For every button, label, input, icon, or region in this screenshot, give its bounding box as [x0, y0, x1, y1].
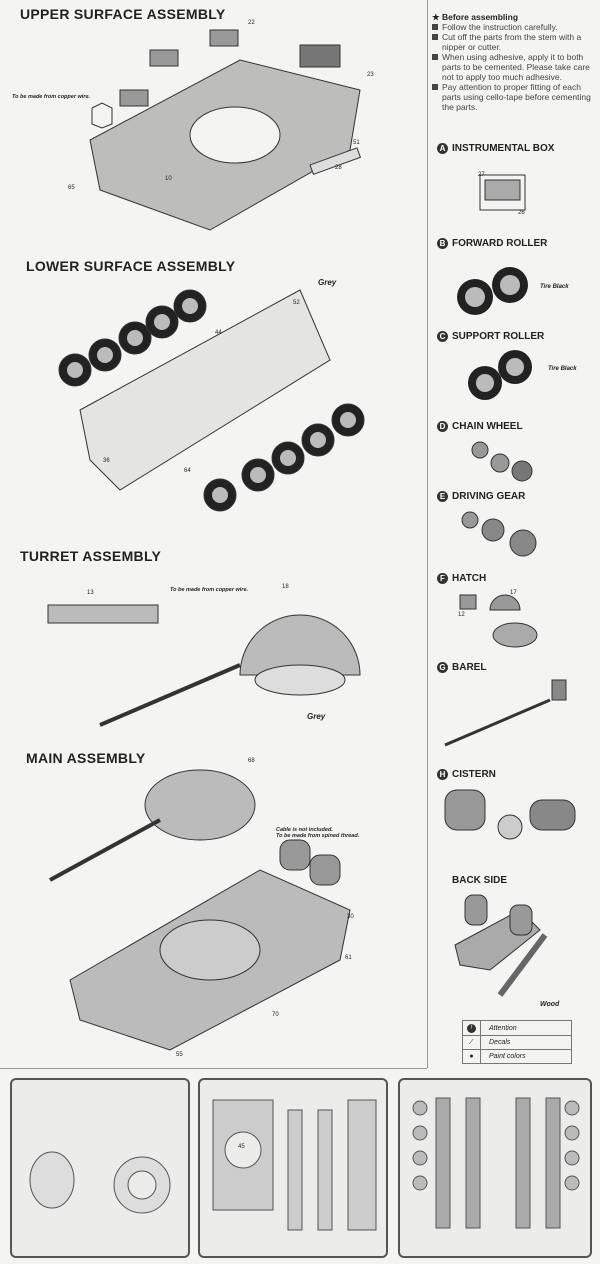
sub-instrumental-box: A INSTRUMENTAL BOX: [437, 143, 554, 154]
barrel-drawing: [444, 679, 567, 747]
grey-paint-label: Grey: [307, 712, 326, 721]
driving-gear-drawing: [461, 511, 537, 557]
part-number: 26: [518, 210, 525, 216]
step-letter-icon: B: [437, 238, 448, 249]
part-number: 22: [248, 20, 255, 26]
support-roller-drawing: [468, 350, 532, 400]
attention-icon: !: [463, 1021, 481, 1035]
chain-wheel-drawing: [471, 441, 533, 482]
part-number: 68: [248, 758, 255, 764]
part-number: 44: [215, 330, 222, 336]
cistern-drawing: [444, 789, 576, 840]
cable-note-line2: To be made from spined thread.: [276, 833, 360, 839]
sub-title: BACK SIDE: [452, 875, 508, 886]
parts-sprue-1: [10, 1078, 190, 1258]
main-assembly-drawing: [49, 769, 351, 1051]
step-letter-icon: H: [437, 769, 448, 780]
heading-main: MAIN ASSEMBLY: [26, 750, 146, 766]
back-side-drawing: [454, 894, 548, 997]
sub-title: CISTERN: [452, 769, 496, 780]
part-number: 23: [367, 72, 374, 78]
tire-black-label: Tire Black: [548, 366, 577, 372]
wire-bracket-drawing: [91, 102, 113, 129]
part-number: 70: [272, 1012, 279, 1018]
sub-title: SUPPORT ROLLER: [452, 331, 545, 342]
step-letter-icon: A: [437, 143, 448, 154]
instruction-item: When using adhesive, apply it to both pa…: [432, 52, 597, 82]
legend-label: Attention: [489, 1024, 517, 1032]
decal-icon: ⁄: [463, 1036, 481, 1049]
copper-wire-note-turret: To be made from copper wire.: [170, 587, 249, 593]
wood-paint-label: Wood: [540, 1001, 560, 1008]
instructions-title-text: Before assembling: [441, 12, 519, 22]
instructions-title: ★ Before assembling: [432, 12, 519, 22]
legend-row: ! Attention: [463, 1021, 571, 1035]
sub-hatch: F HATCH: [437, 573, 486, 584]
before-assembling-instructions: ★ Before assembling Follow the instructi…: [432, 12, 597, 112]
cable-note-line1: Cable is not included.: [276, 827, 333, 833]
part-number: 52: [293, 300, 300, 306]
part-number: 30: [347, 914, 354, 920]
sub-forward-roller: B FORWARD ROLLER: [437, 238, 547, 249]
legend-row: ● Paint colors: [463, 1049, 571, 1063]
instruction-item: Follow the instruction carefully.: [432, 22, 597, 32]
heading-lower-surface: LOWER SURFACE ASSEMBLY: [26, 258, 236, 274]
sub-title: CHAIN WHEEL: [452, 421, 523, 432]
step-letter-icon: C: [437, 331, 448, 342]
heading-upper-surface: UPPER SURFACE ASSEMBLY: [20, 6, 226, 22]
tire-black-label: Tire Black: [540, 284, 569, 290]
part-number: 64: [184, 468, 191, 474]
sub-support-roller: C SUPPORT ROLLER: [437, 331, 544, 342]
legend-label: Decals: [489, 1039, 511, 1046]
sub-title: HATCH: [452, 573, 487, 584]
sub-title: DRIVING GEAR: [452, 491, 526, 502]
forward-roller-drawing: [457, 267, 528, 315]
part-number: 65: [68, 185, 75, 191]
hatch-drawing: [459, 594, 538, 648]
part-number: 13: [87, 590, 94, 596]
sub-title: FORWARD ROLLER: [452, 238, 548, 249]
sub-back-side: BACK SIDE: [452, 875, 507, 886]
instrumental-box-drawing: [479, 174, 526, 211]
copper-wire-note: To be made from copper wire.: [12, 94, 91, 100]
instruction-item: Pay attention to proper fitting of each …: [432, 82, 597, 112]
legend-row: ⁄ Decals: [463, 1035, 571, 1049]
part-number: 36: [103, 458, 110, 464]
lower-surface-drawing: [58, 289, 365, 512]
sub-chain-wheel: D CHAIN WHEEL: [437, 421, 523, 432]
step-letter-icon: E: [437, 491, 448, 502]
parts-sprue-2: 45: [198, 1078, 388, 1258]
sub-cistern: H CISTERN: [437, 769, 496, 780]
sub-driving-gear: E DRIVING GEAR: [437, 491, 525, 502]
step-letter-icon: G: [437, 662, 448, 673]
part-number: 55: [176, 1052, 183, 1058]
sub-title: INSTRUMENTAL BOX: [452, 143, 555, 154]
sub-title: BAREL: [452, 662, 487, 673]
step-letter-icon: D: [437, 421, 448, 432]
part-number: 12: [458, 612, 465, 618]
column-divider: [427, 0, 428, 1068]
part-number: 10: [165, 176, 172, 182]
symbol-legend: ! Attention ⁄ Decals ● Paint colors: [462, 1020, 572, 1064]
part-number: 28: [335, 165, 342, 171]
turret-drawing: [47, 604, 361, 727]
parts-sprue-3: [398, 1078, 592, 1258]
part-number: 18: [282, 584, 289, 590]
upper-surface-drawing: [89, 29, 362, 231]
paint-icon: ●: [463, 1050, 481, 1063]
part-number: 27: [478, 172, 485, 178]
grey-paint-label: Grey: [318, 278, 337, 287]
step-letter-icon: F: [437, 573, 448, 584]
instruction-item: Cut off the parts from the stem with a n…: [432, 32, 597, 52]
divider: [0, 1068, 427, 1069]
sub-barel: G BAREL: [437, 662, 486, 673]
heading-turret: TURRET ASSEMBLY: [20, 548, 162, 564]
cable-note: Cable is not included.To be made from sp…: [276, 827, 359, 839]
part-number: 51: [353, 140, 360, 146]
part-number: 61: [345, 955, 352, 961]
legend-label: Paint colors: [489, 1053, 526, 1060]
part-number: 45: [238, 1144, 245, 1150]
part-number: 17: [510, 590, 517, 596]
